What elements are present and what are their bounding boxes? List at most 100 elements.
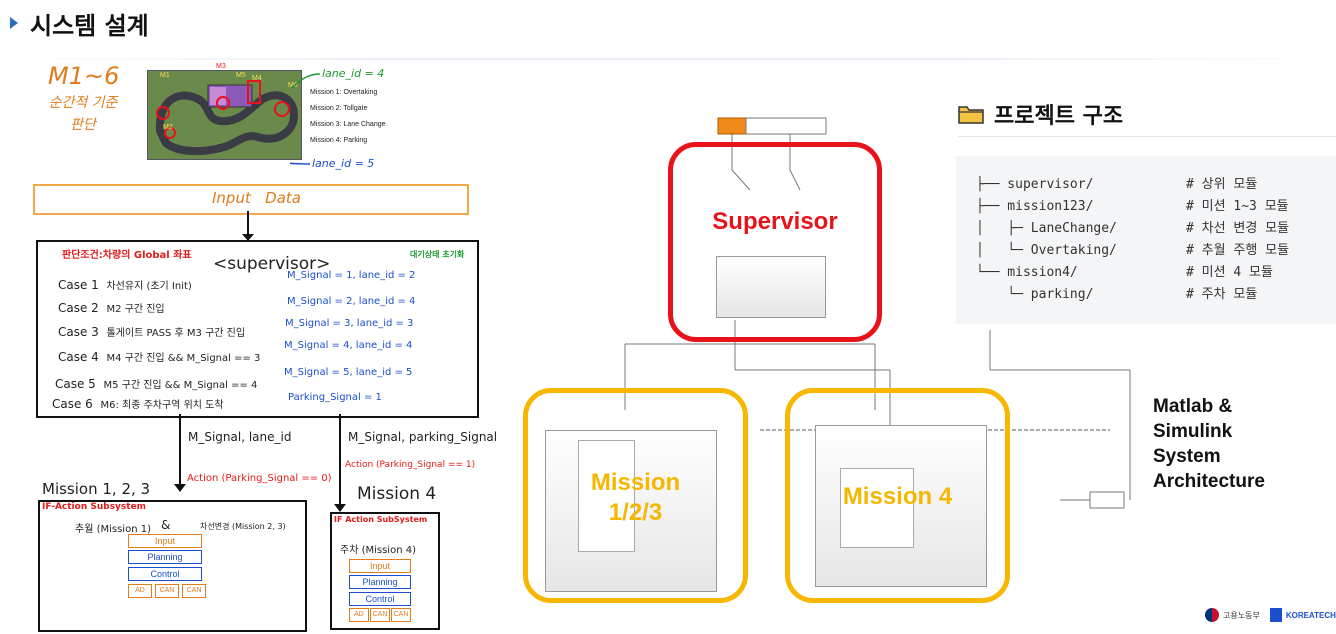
case-desc: M5 구간 진입 && M_Signal == 4 bbox=[103, 380, 258, 391]
tree-line: └── mission4/ # 미션 4 모듈 bbox=[976, 262, 1289, 284]
mission-list-item: Mission 2: Tollgate bbox=[310, 105, 368, 112]
case-desc: M2 구간 진입 bbox=[106, 304, 165, 315]
subsystem-left-input-block: Input bbox=[128, 534, 202, 548]
subsystem-right-sub-a: 주차 (Mission 4) bbox=[340, 545, 416, 556]
subsystem-left-title: IF-Action Subsystem bbox=[42, 502, 147, 512]
case-row: Case 2 M2 구간 진입 bbox=[58, 300, 165, 315]
tree-comment: # 추월 주행 모듈 bbox=[1186, 243, 1290, 258]
supervisor-hand-box bbox=[36, 240, 479, 418]
note-m-sub: 순간적 기준 판단 bbox=[48, 95, 118, 133]
mission-list-item: Mission 3: Lane Change bbox=[310, 121, 386, 128]
architecture-caption-line: Simulink bbox=[1153, 421, 1233, 442]
note-m1-6: M1~6 bbox=[48, 62, 120, 90]
tree-line: └─ parking/ # 주차 모듈 bbox=[976, 284, 1289, 306]
track-mark-m3: M3 bbox=[216, 63, 226, 70]
subsystem-left-control-block: Control bbox=[128, 567, 202, 581]
mission-list: Mission 1: Overtaking Mission 2: Tollgat… bbox=[310, 85, 386, 149]
bullet-triangle-icon bbox=[10, 17, 18, 29]
case-label: Case 6 bbox=[52, 397, 93, 411]
track-mark-m1: M1 bbox=[160, 72, 170, 79]
tree-path: └─ parking/ bbox=[976, 287, 1094, 302]
mission4-hand-label: Mission 4 bbox=[357, 484, 437, 504]
flow-arrows bbox=[174, 211, 346, 512]
case-signal: M_Signal = 4, lane_id = 4 bbox=[284, 340, 413, 351]
case-signal: M_Signal = 5, lane_id = 5 bbox=[284, 367, 413, 378]
architecture-caption: Matlab & Simulink System Architecture bbox=[1153, 394, 1265, 494]
mission123-hand-label: Mission 1, 2, 3 bbox=[42, 480, 151, 498]
case-label: Case 2 bbox=[58, 301, 99, 315]
case-row: Case 3 톨게이트 PASS 후 M3 구간 진입 bbox=[58, 324, 245, 339]
subsystem-left-planning-block: Planning bbox=[128, 550, 202, 564]
tree-path: │ └─ Overtaking/ bbox=[976, 243, 1117, 258]
tree-comment: # 미션 1~3 모듈 bbox=[1186, 199, 1289, 214]
ministry-logo-icon bbox=[1205, 608, 1219, 622]
arrow-label-left: M_Signal, lane_id bbox=[188, 430, 292, 444]
folder-icon bbox=[958, 104, 984, 129]
tree-line: │ └─ Overtaking/ # 추월 주행 모듈 bbox=[976, 240, 1289, 262]
subsystem-right-input-block: Input bbox=[349, 559, 411, 573]
tree-line: ├── mission123/ # 미션 1~3 모듈 bbox=[976, 196, 1289, 218]
project-structure-title: 프로젝트 구조 bbox=[994, 104, 1124, 129]
tree-line: ├── supervisor/# 상위 모듈 bbox=[976, 174, 1289, 196]
project-tree-codeblock: ├── supervisor/# 상위 모듈 ├── mission123/ # … bbox=[956, 156, 1336, 324]
subsystem-left-sub-b: 차선변경 (Mission 2, 3) bbox=[200, 522, 286, 531]
subsystem-right-small-block: CAN bbox=[391, 608, 411, 622]
action-label-right: Action (Parking_Signal == 1) bbox=[345, 460, 476, 470]
subsystem-left-sub-a: 추월 (Mission 1) bbox=[75, 524, 151, 535]
subsystem-right-small-block: CAN bbox=[370, 608, 390, 622]
case-signal: Parking_Signal = 1 bbox=[288, 392, 382, 403]
koreatech-logo-text: KOREATECH bbox=[1285, 610, 1336, 620]
mission-list-item: Mission 1: Overtaking bbox=[310, 89, 378, 96]
case-desc: 차선유지 (초기 Init) bbox=[106, 281, 192, 292]
subsystem-right-control-block: Control bbox=[349, 592, 411, 606]
case-label: Case 3 bbox=[58, 325, 99, 339]
track-mark-m2: M2 bbox=[163, 124, 173, 131]
input-data-label: Input Data bbox=[212, 189, 301, 207]
track-mark-m4: M4 bbox=[252, 75, 262, 82]
track-mark-m6: M6 bbox=[288, 82, 298, 89]
subsystem-left-small-block: CAN bbox=[182, 584, 206, 598]
lane-id-bottom: lane_id = 5 bbox=[312, 157, 375, 170]
supervisor-frame bbox=[668, 142, 882, 342]
input-data-box bbox=[33, 184, 469, 215]
simulink-wiring bbox=[624, 117, 1131, 509]
tree-path: ├── mission123/ bbox=[976, 199, 1094, 214]
track-map-image bbox=[147, 70, 302, 160]
case-label: Case 5 bbox=[55, 377, 96, 391]
page-title: 시스템 설계 bbox=[30, 11, 149, 40]
mission-list-item: Mission 4: Parking bbox=[310, 137, 368, 144]
case-label: Case 1 bbox=[58, 278, 99, 292]
tree-comment: # 미션 4 모듈 bbox=[1186, 265, 1273, 280]
case-label: Case 4 bbox=[58, 350, 99, 364]
lane-id-top: lane_id = 4 bbox=[322, 67, 385, 80]
subsystem-left-amp: & bbox=[161, 518, 171, 532]
supervisor-title: <supervisor> bbox=[213, 254, 331, 274]
tree-comment: # 상위 모듈 bbox=[1186, 177, 1258, 192]
tree-line: │ ├─ LaneChange/# 차선 변경 모듈 bbox=[976, 218, 1289, 240]
track-mark-m5: M5 bbox=[236, 72, 246, 79]
arrow-label-right: M_Signal, parking_Signal bbox=[348, 430, 498, 444]
architecture-caption-line: Architecture bbox=[1153, 471, 1265, 492]
case-row: Case 4 M4 구간 진입 && M_Signal == 3 bbox=[58, 349, 260, 364]
supervisor-frame-label: Supervisor bbox=[712, 208, 838, 235]
mission4-frame bbox=[785, 388, 1010, 603]
track-svg bbox=[148, 71, 301, 159]
architecture-caption-line: System bbox=[1153, 446, 1221, 467]
supervisor-sim-block bbox=[716, 256, 826, 318]
case-row: Case 6 M6: 최종 주차구역 위치 도착 bbox=[52, 396, 224, 411]
page-header: 시스템 설계 bbox=[10, 6, 149, 40]
architecture-caption-line: Matlab & bbox=[1153, 396, 1233, 417]
mission4-frame-label: Mission 4 bbox=[842, 483, 953, 510]
subsystem-right-small-block: AD bbox=[349, 608, 369, 622]
subsystem-right-title: IF Action SubSystem bbox=[334, 515, 428, 524]
header-divider bbox=[0, 58, 1336, 60]
case-row: Case 1 차선유지 (초기 Init) bbox=[58, 277, 192, 292]
subsystem-right-planning-block: Planning bbox=[349, 575, 411, 589]
mission123-inner-block bbox=[578, 440, 635, 552]
mission4-inner-block bbox=[840, 468, 914, 548]
tree-path: └── mission4/ bbox=[976, 265, 1078, 280]
tree-comment: # 주차 모듈 bbox=[1186, 287, 1258, 302]
mission123-frame-label: Mission 1/2/3 bbox=[590, 469, 681, 526]
project-title-divider bbox=[958, 136, 1336, 137]
case-desc: 톨게이트 PASS 후 M3 구간 진입 bbox=[106, 328, 246, 339]
